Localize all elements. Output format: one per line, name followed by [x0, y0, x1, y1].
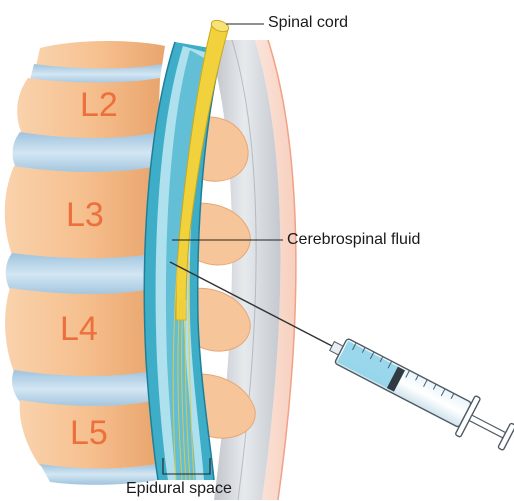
- vertebra-label-l5: L5: [70, 414, 108, 452]
- label-epidural-space: Epidural space: [126, 481, 232, 497]
- vertebra-top-partial: [36, 41, 165, 69]
- label-spinal-cord: Spinal cord: [268, 15, 348, 31]
- disc: [6, 253, 156, 296]
- label-cerebrospinal-fluid: Cerebrospinal fluid: [287, 232, 420, 248]
- vertebra-label-l2: L2: [80, 86, 118, 124]
- vertebra-label-l4: L4: [60, 310, 98, 348]
- disc: [13, 132, 158, 174]
- vertebra-label-l3: L3: [66, 196, 104, 234]
- skin-layer: [255, 40, 514, 500]
